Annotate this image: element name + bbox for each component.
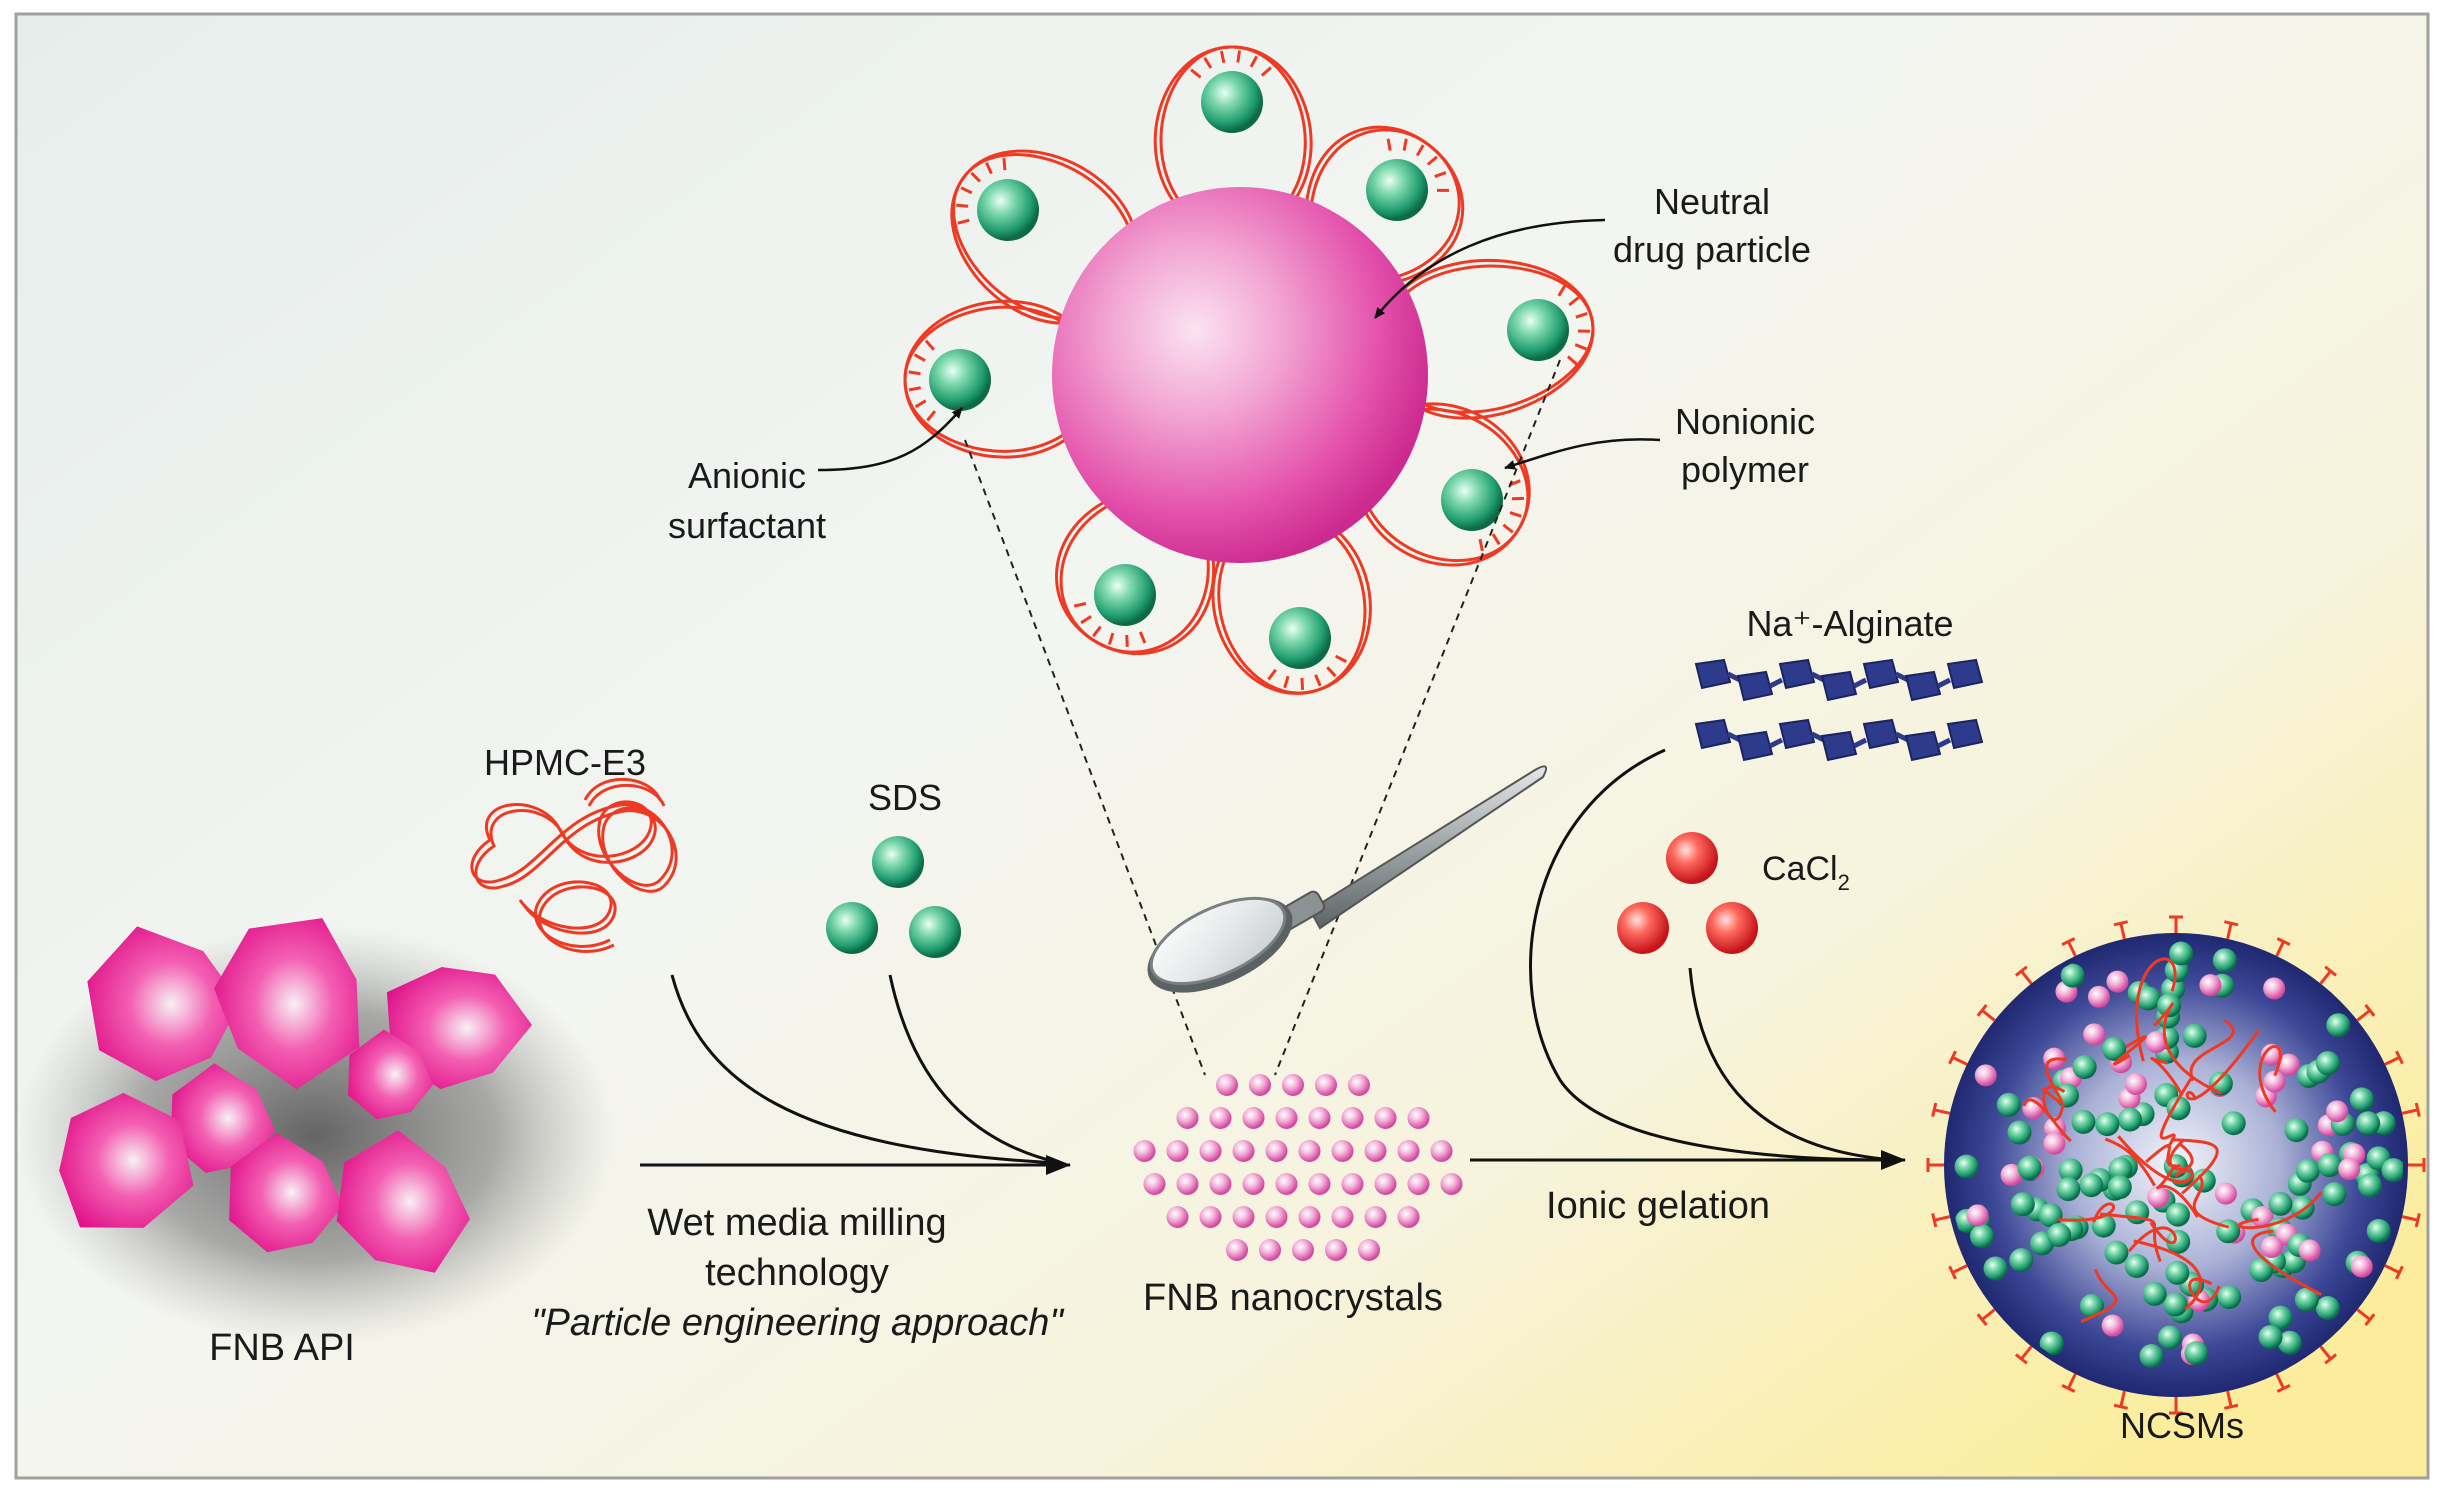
magnifying-glass-icon bbox=[1147, 765, 1548, 993]
alginate-chains bbox=[1694, 658, 1984, 762]
zoomed-particle-group bbox=[903, 45, 1595, 695]
fnb-api-label: FNB API bbox=[209, 1327, 355, 1369]
ncsms-label: NCSMs bbox=[2120, 1405, 2244, 1446]
process-arrows bbox=[640, 748, 1906, 1175]
hpmc-polymer-tangle bbox=[470, 777, 678, 953]
nonionic-polymer-label-2: polymer bbox=[1681, 449, 1809, 490]
cacl2-label: CaCl2 bbox=[1762, 850, 1850, 895]
neutral-particle-label-2: drug particle bbox=[1613, 229, 1811, 270]
anionic-surfactant-label-1: Anionic bbox=[688, 455, 806, 496]
nonionic-polymer-loops bbox=[903, 45, 1595, 695]
milling-label-2: technology bbox=[705, 1252, 889, 1294]
calcium-chloride-balls bbox=[1617, 832, 1758, 954]
ncsm-microsphere bbox=[1926, 915, 2426, 1415]
fnb-nanocrystals bbox=[1133, 1074, 1463, 1261]
fnb-api-crystals bbox=[15, 918, 615, 1345]
neutral-drug-particle bbox=[1052, 187, 1428, 563]
milling-label-1: Wet media milling bbox=[647, 1202, 946, 1244]
hpmc-label: HPMC-E3 bbox=[484, 742, 646, 783]
milling-label-3: "Particle engineering approach" bbox=[531, 1302, 1064, 1344]
sds-label: SDS bbox=[868, 777, 942, 818]
anionic-surfactant-label-2: surfactant bbox=[668, 505, 826, 546]
ionic-gelation-label: Ionic gelation bbox=[1546, 1185, 1770, 1227]
alginate-label: Na⁺-Alginate bbox=[1746, 603, 1953, 644]
nonionic-polymer-label-1: Nonionic bbox=[1675, 401, 1815, 442]
label-arrows bbox=[817, 218, 1661, 472]
sds-balls bbox=[826, 836, 961, 958]
neutral-particle-label-1: Neutral bbox=[1654, 181, 1770, 222]
nanocrystals-label: FNB nanocrystals bbox=[1143, 1277, 1443, 1319]
anionic-surfactant-balls bbox=[929, 71, 1569, 669]
